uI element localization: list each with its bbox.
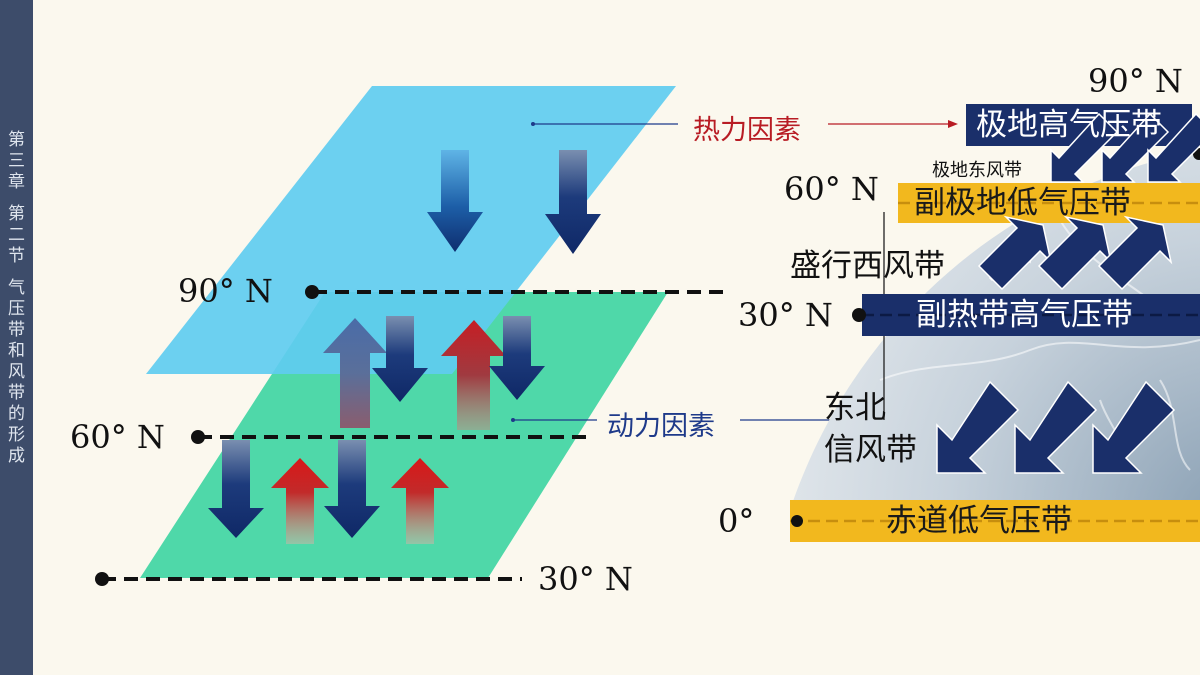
subtropical-high-label: 副热带高气压带 (916, 297, 1133, 333)
sidebar: 第三章 第二节 气压带和风带的形成 (0, 0, 33, 675)
up-arrow-c (271, 458, 329, 544)
sidebar-chapter: 第三章 (8, 130, 25, 192)
westerly-arrows-big (977, 215, 1173, 291)
left-lat-30-label: 30° N (538, 560, 633, 598)
polar-easterlies-label: 极地东风带 (932, 160, 1022, 181)
right-lat-dots (791, 148, 1200, 527)
trades-label-line1: 东北 (824, 390, 886, 426)
thermal-plane (146, 86, 676, 374)
lat-dot-30 (95, 572, 109, 586)
left-latitude-lines (102, 290, 730, 581)
dynamic-factor-label: 动力因素 (607, 411, 715, 442)
thermal-leader (531, 120, 958, 128)
down-arrow-b (489, 316, 545, 400)
up-arrow-b (441, 320, 506, 430)
right-lat-0-label: 0° (718, 502, 755, 540)
right-lat-60-label: 60° N (784, 170, 879, 208)
down-arrow-2 (545, 150, 601, 254)
left-lat-90-label: 90° N (178, 272, 273, 310)
up-arrow-a (323, 318, 387, 428)
thermal-down-arrows (427, 150, 601, 254)
lat-dot-60 (191, 430, 205, 444)
thermal-factor-label: 热力因素 (693, 115, 801, 146)
down-arrow-c (208, 440, 264, 538)
up-arrow-d (391, 458, 449, 544)
down-arrow-1 (427, 150, 483, 252)
sidebar-section: 第二节 (8, 204, 25, 266)
sidebar-title: 第三章 第二节 气压带和风带的形成 (0, 130, 33, 467)
right-lat-30-label: 30° N (738, 296, 833, 334)
trade-wind-arrows (936, 380, 1176, 474)
equatorial-low-label: 赤道低气压带 (886, 503, 1072, 539)
polar-easterly-arrows (1050, 112, 1200, 183)
lat-dot-90 (305, 285, 319, 299)
westerlies-label: 盛行西风带 (790, 248, 945, 284)
right-lat-90-label: 90° N (1088, 62, 1183, 100)
down-arrow-a (372, 316, 428, 402)
sidebar-topic: 气压带和风带的形成 (8, 278, 25, 466)
lower-cell-arrows (208, 440, 449, 544)
polar-high-label: 极地高气压带 (976, 107, 1162, 143)
down-arrow-d (324, 440, 380, 538)
left-lat-60-label: 60° N (70, 418, 165, 456)
subpolar-low-label: 副极地低气压带 (914, 185, 1131, 221)
trades-label-line2: 信风带 (824, 432, 917, 468)
upper-cell-arrows (323, 316, 545, 430)
